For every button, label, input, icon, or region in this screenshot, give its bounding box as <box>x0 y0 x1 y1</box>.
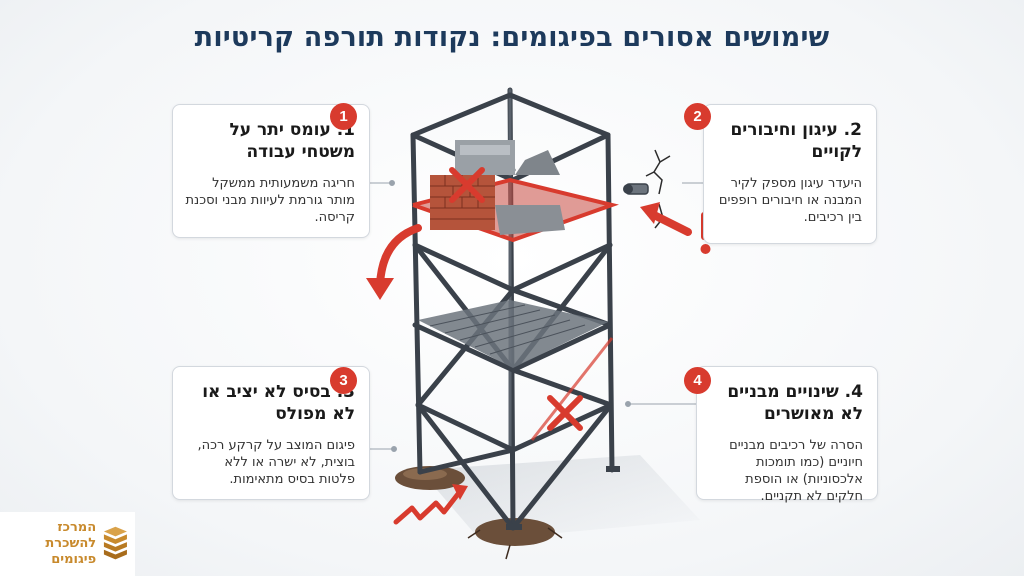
cross-mark-icon <box>547 395 583 431</box>
mud-patch-front <box>467 518 563 560</box>
missing-brace-line <box>530 337 614 441</box>
point-number-badge: 4 <box>684 367 711 394</box>
wall-anchor <box>623 183 649 195</box>
point-title: 2. עיגון וחיבורים לקויים <box>730 120 862 162</box>
point-title: 1. עומס יתר על משטחי עבודה <box>229 120 355 162</box>
ground-shadow <box>420 455 700 540</box>
brick-pile <box>430 140 565 235</box>
company-logo: המרכז להשכרת פיגומים <box>0 512 135 576</box>
point-description: חריגה משמעותית ממשקל מותר גורמת לעיוות מ… <box>185 176 355 225</box>
cross-mark-icon <box>449 167 485 203</box>
logo-line-2: להשכרת פיגומים <box>45 536 97 567</box>
point-number-badge: 1 <box>330 103 357 130</box>
base-plate <box>606 466 620 472</box>
anchor-arrow <box>640 202 692 236</box>
point-title: 3. בסיס לא יציב או לא מפולס <box>202 382 355 424</box>
middle-deck-grid <box>429 304 586 355</box>
point-description: פיגום המוצב על קרקע רכה, בוצית, לא ישרה … <box>197 438 355 487</box>
point-number-badge: 3 <box>330 367 357 394</box>
mud-patch-left <box>395 466 465 490</box>
point-title: 4. שינויים מבניים לא מאושרים <box>727 382 863 424</box>
point-description: הסרה של רכיבים מבניים חיוניים (כמו תומכו… <box>729 438 863 504</box>
middle-deck <box>418 300 608 368</box>
logo-text: המרכז להשכרת פיגומים <box>0 520 96 568</box>
zigzag-arrow-icon <box>393 484 468 525</box>
point-card-anchoring: 2. עיגון וחיבורים לקויים היעדר עיגון מספ… <box>703 104 877 244</box>
stacked-layers-icon <box>104 526 128 560</box>
point-card-structural-changes: 4. שינויים מבניים לא מאושרים הסרה של רכי… <box>696 366 878 504</box>
down-arrow-icon <box>366 224 422 300</box>
base-plate <box>506 524 522 530</box>
leader-lines <box>370 180 703 452</box>
logo-line-1: המרכז <box>57 520 97 535</box>
point-number-badge: 2 <box>684 103 711 130</box>
point-description: היעדר עיגון מספק לקיר המבנה או חיבורים ר… <box>718 176 862 225</box>
page-title: שימושים אסורים בפיגומים: נקודות תורפה קר… <box>194 22 830 53</box>
